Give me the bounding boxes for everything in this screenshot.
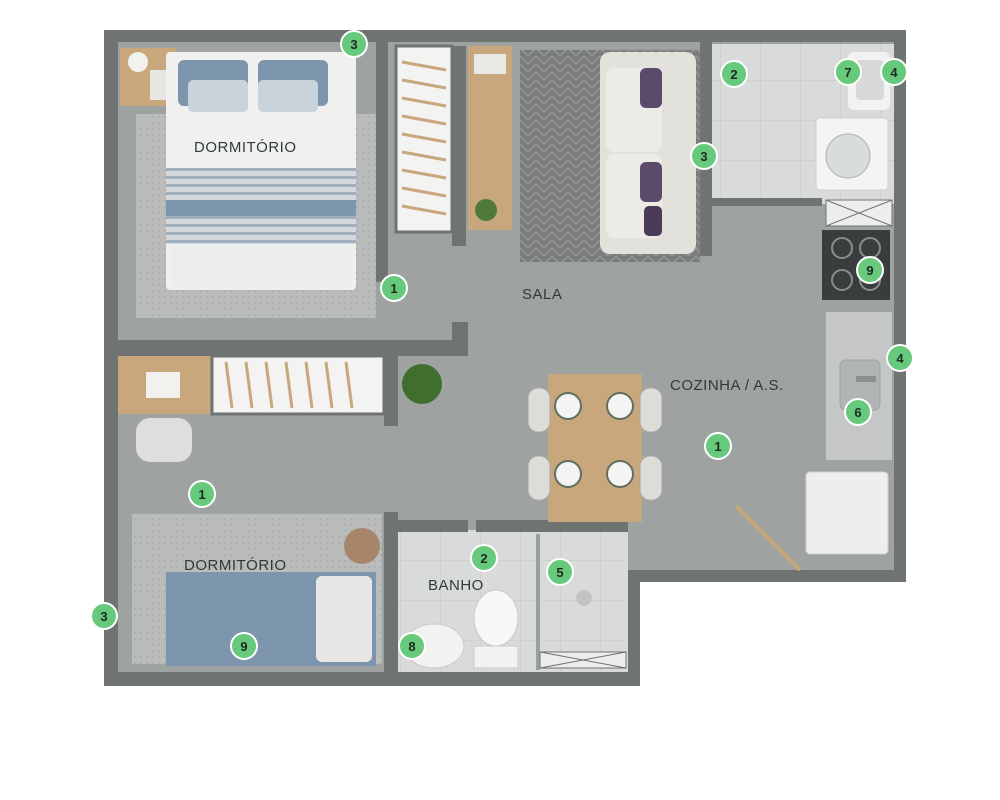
marker-4-mid: 4 [886, 344, 914, 372]
svg-text:9: 9 [240, 639, 247, 654]
marker-3-sofa: 3 [690, 142, 718, 170]
dining-table [527, 374, 663, 522]
plant-icon [402, 364, 442, 404]
desk-area [118, 354, 442, 462]
bedroom-1: DORMITÓRIO [120, 48, 376, 318]
room-label-sala: SALA [522, 286, 562, 303]
room-label-cozinha: COZINHA / A.S. [670, 377, 784, 394]
marker-5: 5 [546, 558, 574, 586]
svg-text:2: 2 [480, 551, 487, 566]
wardrobe-top [394, 44, 466, 246]
room-label-dormitorio-2: DORMITÓRIO [184, 557, 287, 574]
svg-text:6: 6 [854, 405, 861, 420]
toilet [473, 589, 519, 669]
room-label-dormitorio-1: DORMITÓRIO [194, 139, 297, 156]
marker-1-corridor: 1 [188, 480, 216, 508]
lamp-icon [128, 52, 148, 72]
svg-text:2: 2 [730, 67, 737, 82]
svg-text:1: 1 [198, 487, 205, 502]
sofa [600, 52, 696, 254]
entrance-door [734, 504, 802, 572]
marker-1-cozinha: 1 [704, 432, 732, 460]
interior-walls [118, 42, 822, 672]
side-table [344, 528, 380, 564]
kitchen-sink [826, 312, 892, 460]
svg-text:7: 7 [844, 65, 851, 80]
marker-6: 6 [844, 398, 872, 426]
svg-text:5: 5 [556, 565, 563, 580]
svg-text:8: 8 [408, 639, 415, 654]
svg-text:3: 3 [350, 37, 357, 52]
marker-7: 7 [834, 58, 862, 86]
marker-3-top: 3 [340, 30, 368, 58]
svg-text:4: 4 [896, 351, 904, 366]
bedroom-2: DORMITÓRIO [132, 514, 382, 666]
svg-text:3: 3 [700, 149, 707, 164]
svg-text:4: 4 [890, 65, 898, 80]
tv-console [468, 46, 512, 230]
refrigerator [805, 471, 889, 555]
marker-1-sala: 1 [380, 274, 408, 302]
marker-3-left: 3 [90, 602, 118, 630]
living-room: SALA [468, 46, 700, 303]
marker-2-bath: 2 [470, 544, 498, 572]
markers: 3 2 7 4 3 1 9 4 6 1 1 2 5 3 8 9 [90, 30, 914, 660]
svg-text:9: 9 [866, 263, 873, 278]
room-label-banho: BANHO [428, 577, 484, 594]
svg-text:3: 3 [100, 609, 107, 624]
double-bed [166, 52, 356, 290]
marker-8: 8 [398, 632, 426, 660]
marker-4-top: 4 [880, 58, 908, 86]
plant-icon [475, 199, 497, 221]
marker-9-bed: 9 [230, 632, 258, 660]
wardrobe-bottom [210, 354, 386, 416]
marker-9-stove: 9 [856, 256, 884, 284]
svg-text:1: 1 [714, 439, 721, 454]
shower [539, 590, 627, 669]
svg-text:1: 1 [390, 281, 397, 296]
marker-2-kitchen: 2 [720, 60, 748, 88]
kitchen-area: COZINHA / A.S. [670, 52, 893, 572]
